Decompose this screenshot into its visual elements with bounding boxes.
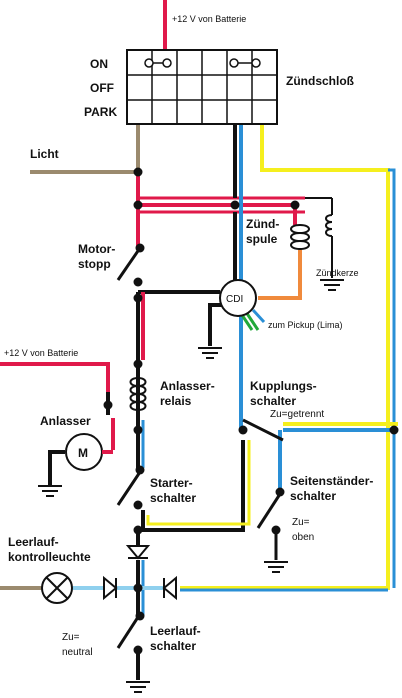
- wire-cdi-ground: [208, 303, 222, 346]
- label-starter-switch-1: Starter-: [150, 476, 193, 490]
- label-neutral-switch-1: Leerlauf-: [150, 624, 201, 638]
- label-clutch-state: Zu=getrennt: [270, 409, 324, 420]
- wire-motor-ground: [48, 450, 65, 485]
- starter-switch: [116, 471, 142, 506]
- label-neutral-lamp-2: kontrolleuchte: [8, 550, 91, 564]
- wire-yellow: [180, 124, 390, 590]
- label-cdi: CDI: [226, 294, 243, 305]
- label-ignition-coil-2: spule: [246, 232, 278, 246]
- label-engine-stop-2: stopp: [78, 257, 111, 271]
- sidestand-switch: [256, 493, 288, 573]
- label-ignition-coil-1: Zünd-: [246, 217, 279, 231]
- label-motor: M: [78, 446, 88, 460]
- label-sidestand-state-2: oben: [292, 532, 314, 543]
- label-spark-plug: Zündkerze: [316, 268, 359, 278]
- label-light: Licht: [30, 147, 59, 161]
- cdi-unit: [219, 279, 257, 317]
- label-neutral-switch-2: schalter: [150, 639, 196, 653]
- label-starter-relay-2: relais: [160, 394, 192, 408]
- engine-stop-switch: [116, 247, 142, 281]
- label-starter-relay-1: Anlasser-: [160, 379, 215, 393]
- label-neutral-lamp-1: Leerlauf-: [8, 535, 59, 549]
- wire-blue-yellow-right: [388, 168, 396, 588]
- label-clutch-switch-1: Kupplungs-: [250, 379, 317, 393]
- ground-cdi: [198, 347, 222, 359]
- label-neutral-state-2: neutral: [62, 647, 93, 658]
- label-park: PARK: [84, 105, 117, 119]
- diode-top: [125, 545, 151, 560]
- label-sidestand-switch-1: Seitenständer-: [290, 474, 373, 488]
- label-off: OFF: [90, 81, 114, 95]
- label-pickup: zum Pickup (Lima): [268, 320, 343, 330]
- diode-right: [162, 575, 177, 601]
- label-ignition-switch: Zündschloß: [286, 74, 354, 88]
- label-engine-stop-1: Motor-: [78, 242, 115, 256]
- junctions: [103, 167, 399, 655]
- neutral-lamp: [41, 572, 73, 604]
- label-clutch-switch-2: schalter: [250, 394, 296, 408]
- label-sidestand-state-1: Zu=: [292, 517, 310, 528]
- ignition-switch: [126, 49, 278, 125]
- wire-battery-left: [0, 362, 110, 395]
- label-battery-left: +12 V von Batterie: [4, 348, 78, 358]
- label-starter-switch-2: schalter: [150, 491, 196, 505]
- label-battery-top: +12 V von Batterie: [172, 14, 246, 24]
- label-on: ON: [90, 57, 108, 71]
- wire-clutch-to-starter: [141, 440, 245, 532]
- label-neutral-state-1: Zu=: [62, 632, 80, 643]
- clutch-switch: [242, 418, 284, 442]
- starter-motor: [38, 433, 113, 497]
- wire-orange: [258, 248, 302, 300]
- neutral-switch: [116, 613, 150, 693]
- label-sidestand-switch-2: schalter: [290, 489, 336, 503]
- label-starter: Anlasser: [40, 414, 91, 428]
- diode-left: [103, 575, 118, 601]
- ignition-coil: [290, 197, 344, 291]
